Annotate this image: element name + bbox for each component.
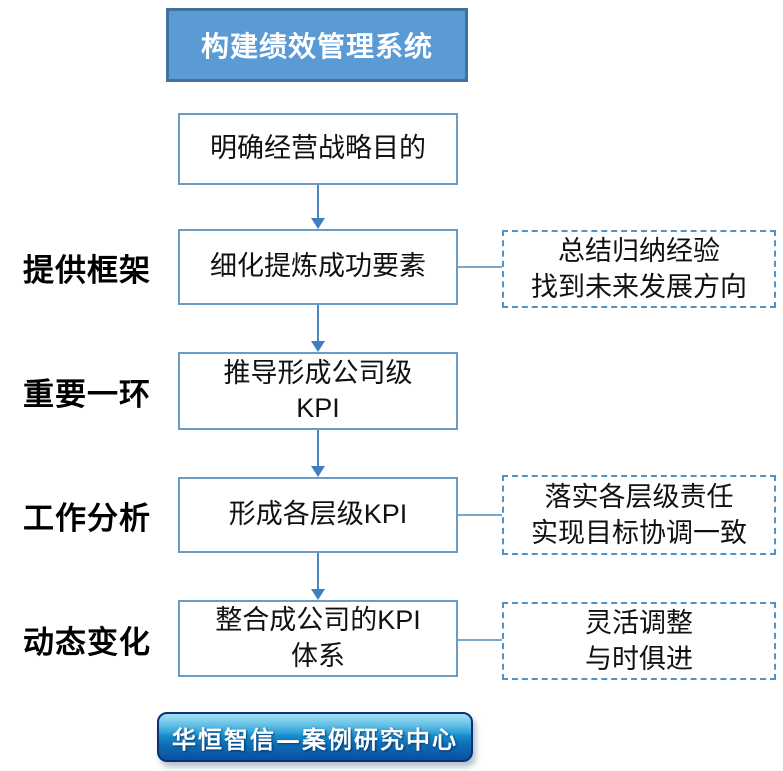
footer-banner: 华恒智信—案例研究中心 [157, 712, 473, 762]
flow-step-box-5: 整合成公司的KPI 体系 [178, 600, 458, 677]
side-note-box-3: 灵活调整 与时俱进 [502, 602, 776, 680]
side-label-framework: 提供框架 [23, 252, 151, 288]
connector-line [458, 514, 503, 516]
flow-title-box: 构建绩效管理系统 [166, 8, 468, 82]
arrow-shaft [317, 553, 319, 590]
arrow-head-icon [311, 218, 325, 229]
side-label-dynamic-change: 动态变化 [23, 624, 151, 660]
arrow-head-icon [311, 589, 325, 600]
side-note-box-1: 总结归纳经验 找到未来发展方向 [502, 230, 776, 308]
side-note-box-2: 落实各层级责任 实现目标协调一致 [502, 475, 776, 555]
flow-step-box-2: 细化提炼成功要素 [178, 229, 458, 305]
connector-line [458, 266, 503, 268]
side-label-key-link: 重要一环 [23, 376, 151, 412]
arrow-shaft [317, 185, 319, 219]
flow-step-box-1: 明确经营战略目的 [178, 113, 458, 185]
arrow-shaft [317, 430, 319, 467]
down-arrow-icon [310, 430, 326, 477]
connector-line [458, 639, 503, 641]
arrow-shaft [317, 305, 319, 342]
down-arrow-icon [310, 305, 326, 352]
flow-step-box-4: 形成各层级KPI [178, 477, 458, 553]
side-label-job-analysis: 工作分析 [23, 500, 151, 536]
down-arrow-icon [310, 185, 326, 229]
arrow-head-icon [311, 341, 325, 352]
arrow-head-icon [311, 466, 325, 477]
flow-step-box-3: 推导形成公司级 KPI [178, 352, 458, 430]
down-arrow-icon [310, 553, 326, 600]
